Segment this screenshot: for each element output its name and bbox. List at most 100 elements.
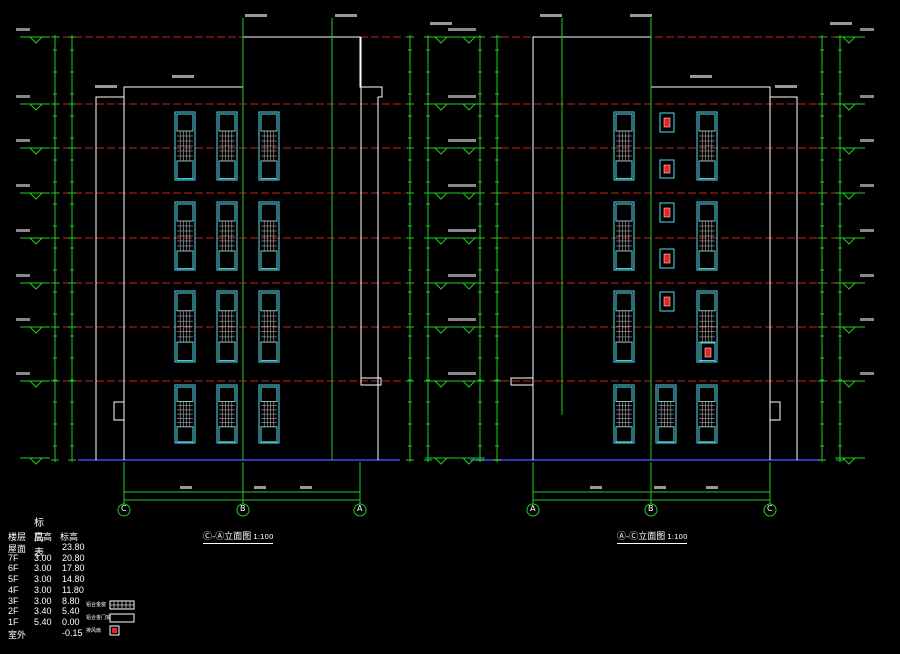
dimension-text-mark — [654, 486, 666, 489]
window — [258, 201, 280, 271]
level-text-mark — [860, 139, 874, 142]
level-marker — [29, 380, 43, 388]
row-level: 23.80 — [62, 542, 85, 552]
level-marker — [434, 36, 448, 44]
level-marker — [462, 282, 476, 290]
dimension-text-mark — [300, 486, 312, 489]
fan-icon — [704, 347, 712, 358]
window — [216, 111, 238, 181]
window-pane — [696, 111, 718, 181]
window-pane — [698, 203, 716, 222]
fan-frame — [659, 291, 675, 312]
fan-frame — [659, 202, 675, 223]
level-text-mark — [16, 318, 30, 321]
level-marker — [29, 326, 43, 334]
window-pane — [615, 292, 633, 312]
level-text-mark — [860, 229, 874, 232]
level-marker — [29, 457, 43, 465]
level-text-mark — [462, 95, 476, 98]
level-text-mark — [16, 95, 30, 98]
row-floor: 2F — [8, 606, 19, 617]
legend-label-grid-window: 铝合金窗 — [86, 602, 107, 608]
window-pane — [218, 341, 236, 362]
level-marker — [842, 282, 856, 290]
level-text-mark — [462, 274, 476, 277]
row-height: 3.00 — [34, 552, 52, 563]
window-pane — [657, 386, 675, 402]
row-height: 3.00 — [34, 584, 52, 595]
level-text-mark — [16, 184, 30, 187]
level-marker — [434, 237, 448, 245]
level-text-mark — [860, 318, 874, 321]
dimension-text-mark — [254, 486, 266, 489]
window-pane — [218, 292, 236, 312]
window — [174, 201, 196, 271]
left-elevation-scale: 1:100 — [253, 533, 274, 541]
window-pane — [176, 386, 194, 402]
annotation-mark — [830, 22, 852, 25]
level-marker — [842, 147, 856, 155]
window-pane — [260, 160, 278, 180]
row-floor: 室外 — [8, 629, 27, 640]
window — [258, 384, 280, 444]
level-marker — [462, 326, 476, 334]
annotation-mark — [95, 85, 117, 88]
window — [174, 111, 196, 181]
legend-label-plain-window: 铝合金门窗 — [86, 615, 112, 621]
right-elevation-scale: 1:100 — [667, 533, 688, 541]
annotation-mark — [172, 75, 194, 78]
window-pane — [218, 386, 236, 402]
window-pane — [260, 341, 278, 362]
window-pane — [176, 426, 194, 443]
window-pane — [613, 384, 635, 444]
level-text-mark — [462, 139, 476, 142]
level-text-mark — [448, 318, 462, 321]
annotation-mark — [335, 14, 357, 17]
right-elevation-title-text: 立面图 — [638, 532, 666, 542]
row-level: 11.80 — [62, 584, 84, 595]
window-pane — [698, 160, 716, 180]
row-level: 14.80 — [62, 574, 85, 585]
window — [613, 290, 635, 363]
level-marker — [29, 192, 43, 200]
level-table-row: 室外 -0.15 — [8, 627, 88, 640]
window-pane — [216, 384, 238, 444]
level-text-mark — [860, 184, 874, 187]
row-level: 5.40 — [62, 606, 80, 617]
level-marker — [462, 192, 476, 200]
window — [174, 384, 196, 444]
window-pane — [176, 160, 194, 180]
window — [216, 290, 238, 363]
axis-bubble-label: C — [121, 504, 127, 513]
window-pane — [216, 111, 238, 181]
left-canopy — [360, 377, 382, 386]
level-marker — [29, 282, 43, 290]
window-pane — [260, 250, 278, 270]
row-height: 3.00 — [34, 563, 52, 574]
window-pane — [615, 203, 633, 222]
fan-frame — [659, 248, 675, 269]
level-marker — [842, 326, 856, 334]
annotation-mark — [690, 75, 712, 78]
level-marker — [434, 326, 448, 334]
axis-bubble-label: B — [240, 504, 246, 513]
level-marker — [462, 457, 476, 465]
level-marker — [842, 380, 856, 388]
left-side-box — [113, 401, 125, 421]
level-marker — [842, 36, 856, 44]
window-pane — [216, 201, 238, 271]
window-pane — [657, 426, 675, 443]
window-pane — [613, 111, 635, 181]
window-pane — [698, 386, 716, 402]
row-level: -0.15 — [62, 627, 83, 638]
level-text-mark — [448, 274, 462, 277]
window-pane — [615, 341, 633, 362]
level-marker — [842, 192, 856, 200]
window-pane — [696, 201, 718, 271]
window-pane — [615, 386, 633, 402]
left-elevation-title-text: 立面图 — [224, 532, 252, 542]
level-marker — [434, 457, 448, 465]
